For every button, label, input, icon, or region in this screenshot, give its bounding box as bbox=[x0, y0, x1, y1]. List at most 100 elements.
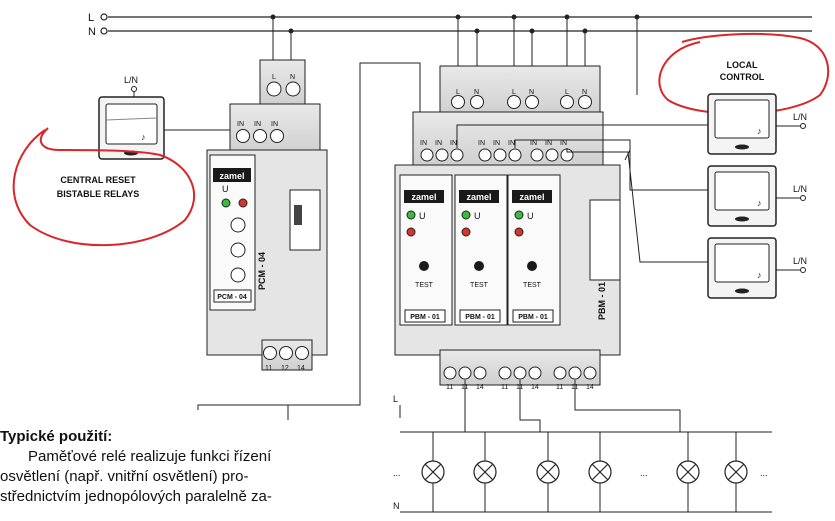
local-switch-1[interactable]: ♪ bbox=[707, 93, 777, 155]
usage-description: Typické použití: Paměťové relé realizuje… bbox=[0, 428, 372, 507]
pbm-in-terminal: IN bbox=[545, 140, 552, 147]
usage-line-3: střednictvím jednopólových paralelně za- bbox=[0, 488, 272, 505]
pbm-model-label: PBM - 01 bbox=[410, 314, 440, 321]
pbm-terminal-labels: L N L N L N IN IN IN IN IN IN IN IN IN 1… bbox=[420, 89, 594, 391]
pbm-out-terminal: 11 bbox=[501, 384, 508, 391]
pcm-side-model: PCM - 04 bbox=[257, 252, 267, 290]
pbm-side-model: PBM - 01 bbox=[597, 282, 607, 320]
local-control-line1: LOCAL bbox=[727, 60, 758, 70]
pbm-in-terminal: IN bbox=[560, 140, 567, 147]
central-reset-switch[interactable]: ♪ bbox=[98, 96, 165, 160]
lamps bbox=[421, 460, 748, 484]
pbm-module-3: zamel U TEST PBM - 01 bbox=[507, 174, 561, 326]
pcm-brand: zamel bbox=[219, 171, 244, 181]
pcm-in-terminal: IN bbox=[237, 121, 244, 128]
pcm-time-dial[interactable] bbox=[230, 242, 246, 258]
usage-heading: Typické použití: bbox=[0, 428, 113, 445]
pbm-brand: zamel bbox=[466, 192, 491, 202]
pcm-out-terminal: 14 bbox=[297, 365, 305, 372]
bell-icon: ♪ bbox=[757, 126, 762, 136]
pbm-top-terminal: N bbox=[474, 89, 479, 96]
supply-l-label: L bbox=[88, 12, 94, 24]
pbm-module-2: zamel U TEST PBM - 01 bbox=[454, 174, 508, 326]
pbm-led-red bbox=[514, 227, 524, 237]
pbm-module-1: zamel U TEST PBM - 01 bbox=[399, 174, 453, 326]
pbm-test-label: TEST bbox=[415, 282, 434, 289]
supply-n-label: N bbox=[88, 26, 96, 38]
load-n-label: N bbox=[393, 501, 400, 511]
central-caption-1: CENTRAL RESET bbox=[60, 175, 136, 185]
pcm-mode-dial[interactable] bbox=[230, 217, 246, 233]
bell-icon: ♪ bbox=[757, 198, 762, 208]
pbm-led-red bbox=[406, 227, 416, 237]
pbm-test-button[interactable] bbox=[474, 261, 484, 271]
pbm-in-terminal: IN bbox=[478, 140, 485, 147]
pcm-out-terminal: 12 bbox=[281, 365, 289, 372]
pcm-led-u-label: U bbox=[222, 184, 229, 194]
pcm-top-terminal: L bbox=[272, 74, 276, 81]
pbm-test-label: TEST bbox=[523, 282, 542, 289]
usage-paragraph: Paměťové relé realizuje funkci řízení os… bbox=[0, 447, 372, 507]
usage-line-2: osvětlení (např. vnitřní osvětlení) pro- bbox=[0, 468, 249, 485]
pbm-test-button[interactable] bbox=[527, 261, 537, 271]
lamp-icon bbox=[536, 460, 560, 484]
lamp-icon bbox=[588, 460, 612, 484]
pbm-led-green bbox=[406, 210, 416, 220]
pbm-out-terminal: 14 bbox=[586, 384, 594, 391]
local-switch-2[interactable]: ♪ bbox=[707, 165, 777, 227]
lamp-icon bbox=[724, 460, 748, 484]
pbm-top-terminal: L bbox=[565, 89, 569, 96]
pcm-led-green bbox=[221, 198, 231, 208]
pbm-top-terminal: N bbox=[529, 89, 534, 96]
pbm-led-green bbox=[514, 210, 524, 220]
pbm-brand: zamel bbox=[519, 192, 544, 202]
local-switch-terminal: L/N bbox=[793, 256, 807, 266]
pbm-led-u-label: U bbox=[419, 211, 426, 221]
bell-icon: ♪ bbox=[141, 132, 146, 142]
local-control-line2: CONTROL bbox=[720, 72, 765, 82]
pcm-led-red bbox=[238, 198, 248, 208]
local-switch-wires bbox=[456, 124, 713, 263]
pbm-led-red bbox=[461, 227, 471, 237]
pcm-in-terminal: IN bbox=[254, 121, 261, 128]
pbm-in-terminal: IN bbox=[420, 140, 427, 147]
local-switch-terminal: L/N bbox=[793, 184, 807, 194]
lamp-icon bbox=[676, 460, 700, 484]
pbm-top-terminal: N bbox=[582, 89, 587, 96]
pbm-test-button[interactable] bbox=[419, 261, 429, 271]
load-ellipsis: ... bbox=[393, 468, 401, 478]
pbm-terminals bbox=[420, 95, 597, 380]
pcm-module: zamel U PCM - 04 PCM - 04 bbox=[206, 59, 328, 371]
local-switch-terminal: L/N bbox=[793, 112, 807, 122]
load-ellipsis: ... bbox=[760, 468, 768, 478]
load-ellipsis: ... bbox=[640, 468, 648, 478]
pbm-out-terminal: 11 bbox=[446, 384, 453, 391]
pcm-in-terminal: IN bbox=[271, 121, 278, 128]
local-switch-terminals bbox=[776, 123, 806, 273]
central-caption-2: BISTABLE RELAYS bbox=[57, 189, 140, 199]
pbm-led-u-label: U bbox=[527, 211, 534, 221]
local-annotation-circle bbox=[658, 32, 830, 115]
pbm-in-terminal: IN bbox=[508, 140, 515, 147]
local-switch-3[interactable]: ♪ bbox=[707, 237, 777, 299]
central-annotation-circle bbox=[12, 127, 196, 247]
pcm-out-terminal: 11 bbox=[265, 365, 272, 372]
pbm-brand: zamel bbox=[411, 192, 436, 202]
pcm-top-terminal: N bbox=[290, 74, 295, 81]
pcm-model-label: PCM - 04 bbox=[217, 294, 247, 301]
pbm-out-terminal: 11 bbox=[556, 384, 563, 391]
pcm-range-dial[interactable] bbox=[230, 267, 246, 283]
pbm-out-terminal: 14 bbox=[531, 384, 539, 391]
pbm-out-terminal: 14 bbox=[476, 384, 484, 391]
bell-icon: ♪ bbox=[757, 270, 762, 280]
lamp-icon bbox=[421, 460, 445, 484]
pbm-in-terminal: IN bbox=[493, 140, 500, 147]
pbm-in-terminal: IN bbox=[450, 140, 457, 147]
load-l-label: L bbox=[393, 394, 398, 404]
pbm-model-label: PBM - 01 bbox=[465, 314, 495, 321]
pcm-terminal-labels: L N IN IN IN 11 12 14 bbox=[237, 74, 305, 372]
pbm-in-terminal: IN bbox=[435, 140, 442, 147]
pbm-test-label: TEST bbox=[470, 282, 489, 289]
lamp-icon bbox=[473, 460, 497, 484]
